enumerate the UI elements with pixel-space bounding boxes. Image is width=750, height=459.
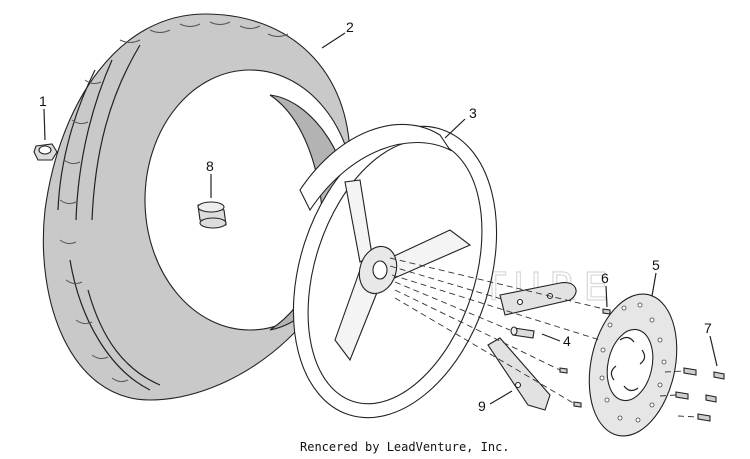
callout-2: 2 — [346, 19, 354, 35]
axle-part — [510, 326, 535, 339]
callout-9: 9 — [478, 398, 486, 414]
callout-7: 7 — [704, 320, 712, 336]
callout-1: 1 — [39, 93, 47, 109]
tire — [42, 13, 356, 401]
spacer-part — [197, 201, 227, 229]
callout-4: 4 — [563, 333, 571, 349]
leader-lines — [43, 32, 718, 405]
bracket-plates — [487, 281, 577, 411]
brake-disc — [588, 293, 678, 437]
screws — [559, 308, 725, 422]
credit-text: Rencered by LeadVenture, Inc. — [300, 440, 510, 454]
nut-part — [33, 143, 58, 161]
callout-5: 5 — [652, 257, 660, 273]
callout-6: 6 — [601, 270, 609, 286]
callout-8: 8 — [206, 158, 214, 174]
callout-3: 3 — [469, 105, 477, 121]
assembly-lines — [389, 257, 699, 418]
wheel-rim — [292, 123, 498, 419]
